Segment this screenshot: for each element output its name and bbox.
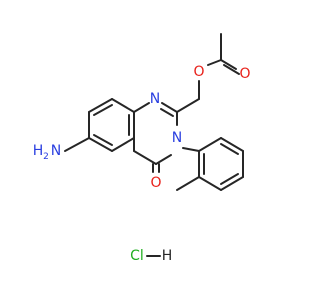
bond — [88, 98, 113, 113]
bond — [220, 137, 244, 152]
bond — [160, 108, 174, 117]
bond — [93, 104, 113, 116]
carbonyl-bond — [152, 163, 160, 173]
atom-o-acetyl: O — [239, 66, 250, 82]
bond — [176, 176, 200, 191]
bond — [176, 98, 200, 113]
atom-o-carbonyl: O — [150, 175, 161, 191]
bond — [220, 176, 244, 191]
bond — [93, 134, 113, 146]
bond — [88, 137, 113, 152]
bond — [198, 137, 222, 152]
bond — [223, 64, 240, 75]
amine-h: H — [33, 143, 44, 159]
tolyl-ring — [176, 137, 244, 191]
acetoxymethyl-group — [176, 33, 240, 113]
bond — [198, 176, 222, 191]
bond — [111, 137, 135, 152]
bond — [207, 59, 222, 66]
pyrimidinone-ring — [133, 102, 178, 165]
bond — [161, 102, 178, 113]
bond — [182, 147, 200, 152]
hcl-label: Cl H — [130, 248, 172, 264]
bond — [133, 150, 157, 165]
amine-n: N — [51, 143, 61, 159]
bond — [220, 143, 239, 155]
bond — [155, 154, 172, 165]
bond — [220, 59, 237, 70]
atom-o-ester: O — [193, 64, 204, 80]
structure-diagram: N N O O O H 2 N Cl H — [33, 33, 251, 264]
atom-h-hcl: H — [162, 248, 173, 264]
bond — [111, 98, 135, 113]
atom-n3: N — [172, 130, 182, 146]
atom-cl: Cl — [130, 248, 144, 264]
benzo-ring — [88, 98, 135, 152]
atom-n1: N — [150, 91, 160, 107]
amine-bond — [64, 137, 90, 152]
amine-label: H 2 N — [33, 143, 62, 162]
bond — [133, 102, 150, 113]
bond — [220, 173, 239, 185]
amine-subscript: 2 — [43, 152, 49, 162]
